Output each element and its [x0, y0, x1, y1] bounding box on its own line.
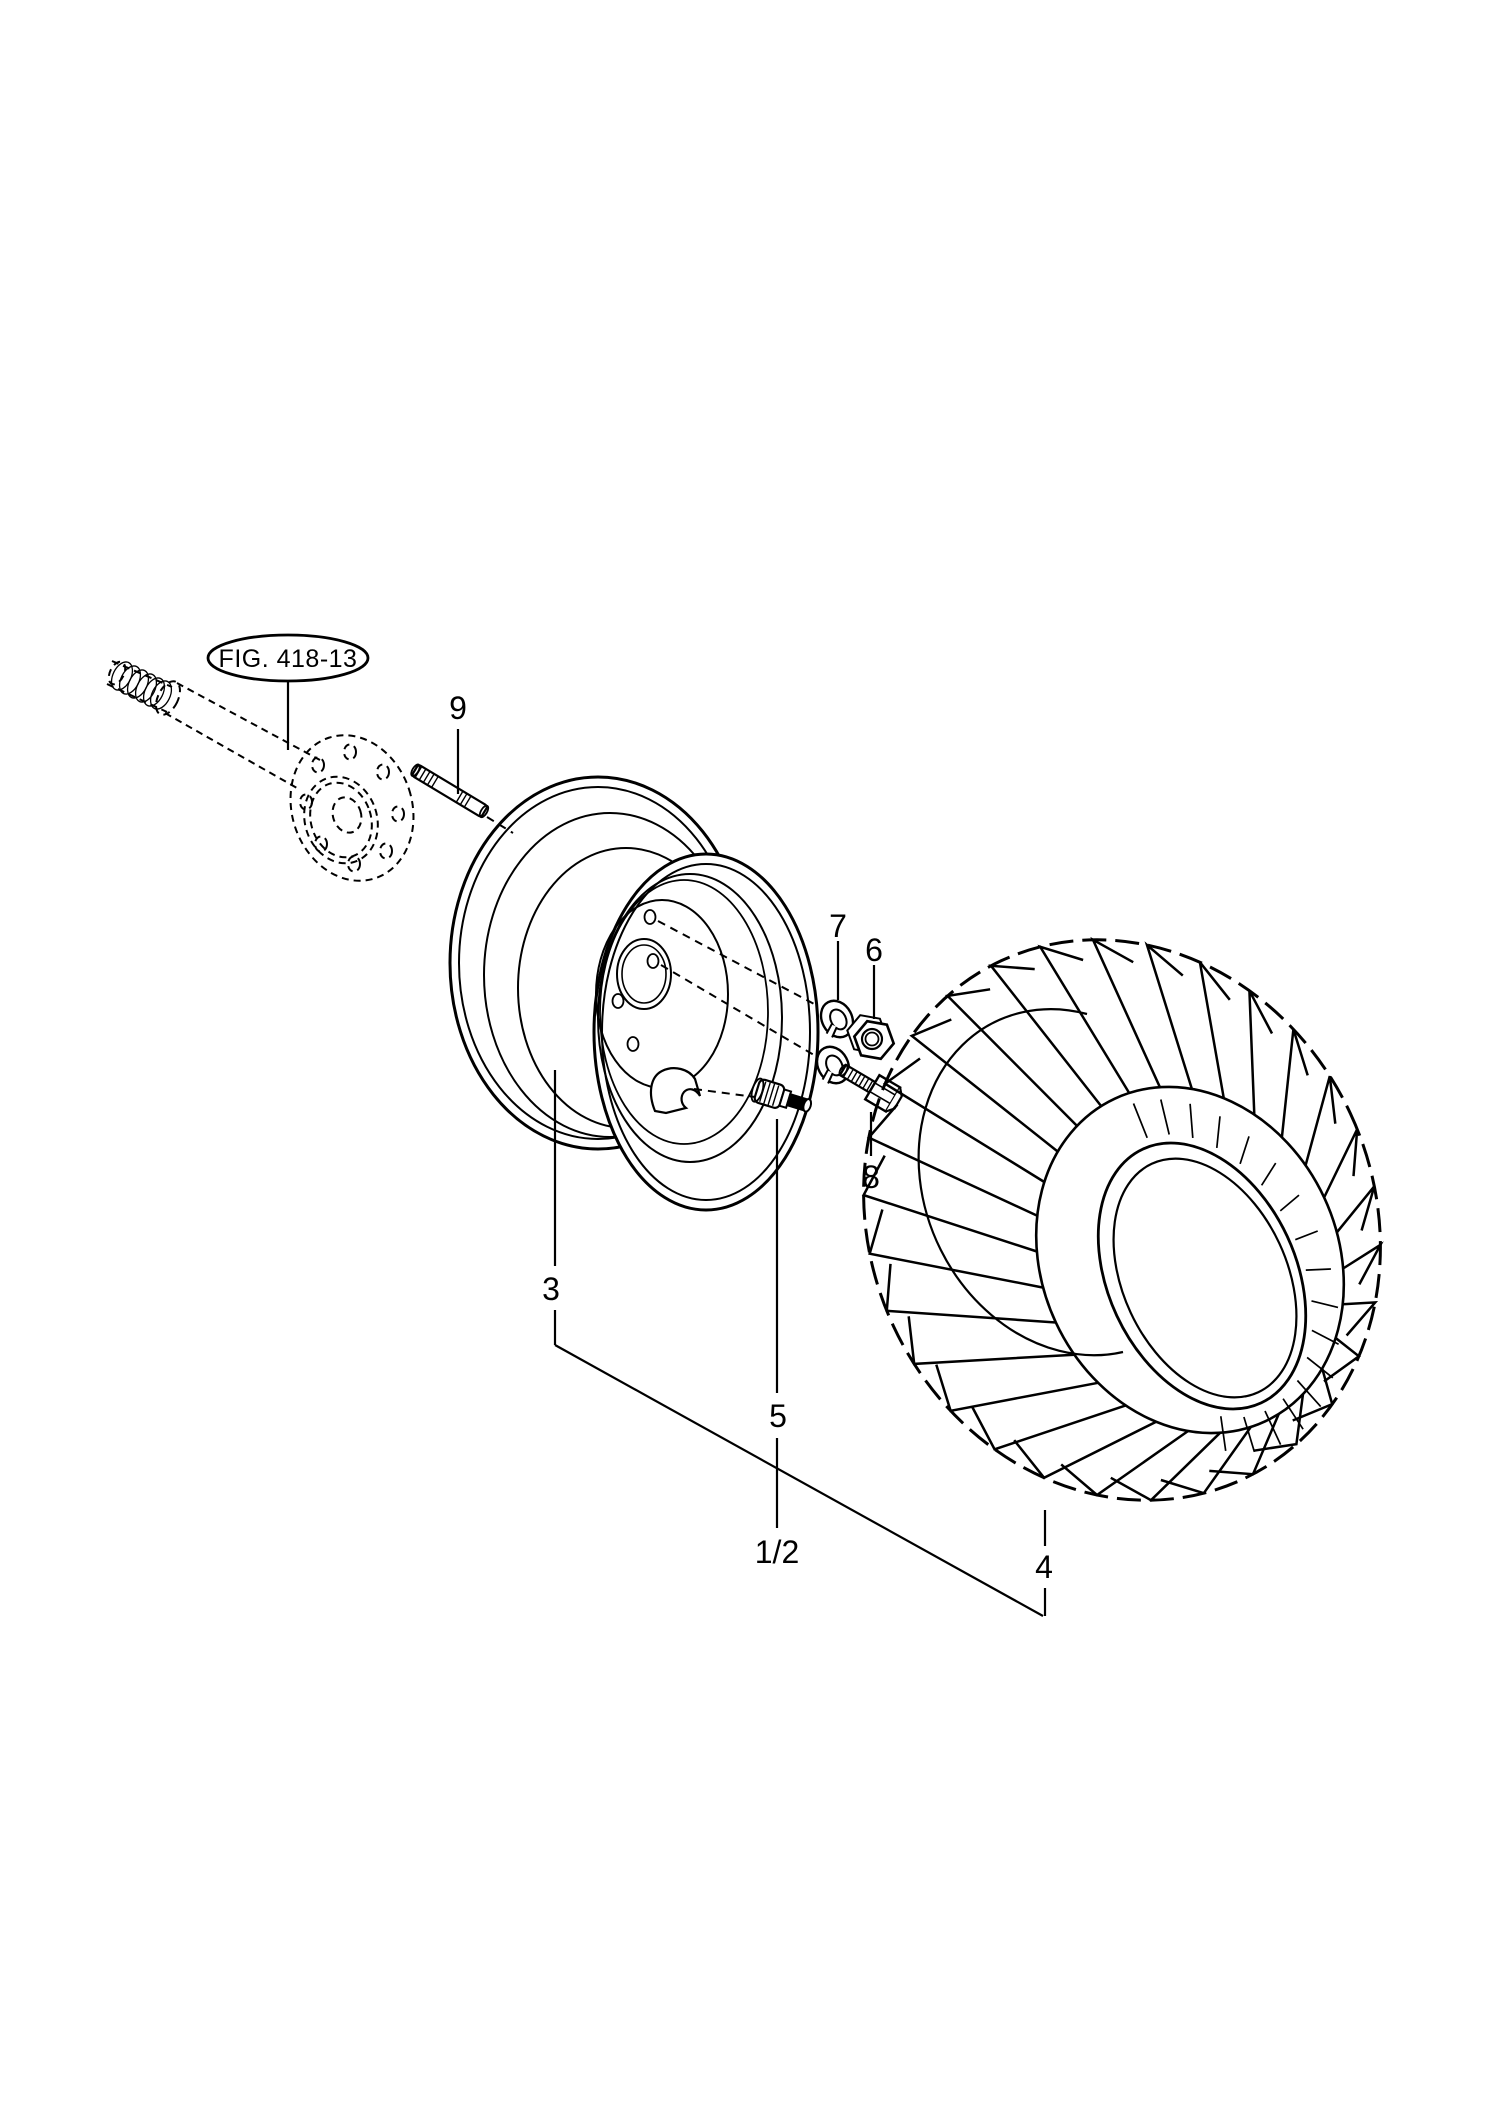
callout-label-washer: 7	[829, 908, 847, 944]
tire-shoulder-ring	[1034, 1085, 1346, 1435]
rim-stud-hole	[643, 909, 657, 925]
spring-washer-upper	[819, 999, 855, 1039]
callout-label-stud: 9	[449, 690, 467, 726]
callout-leader-lines	[456, 729, 1047, 1617]
rim-stud-hole	[626, 1036, 640, 1052]
tire-back-tread-edge	[917, 1008, 1124, 1357]
axle-hub-ring	[303, 775, 379, 865]
wheel-rim	[448, 775, 820, 1212]
callout-label-valve: 5	[769, 1398, 787, 1434]
callout-label-rim: 3	[542, 1271, 560, 1307]
tire-bead-opening-outer	[1096, 1141, 1308, 1411]
stud-threads	[414, 766, 472, 808]
rim-front-flange-outer	[592, 852, 820, 1212]
hex-nut-face	[852, 1019, 896, 1061]
spring-washer-lower	[815, 1045, 851, 1085]
hex-nut	[846, 1014, 896, 1061]
axle-shaft-reference	[106, 660, 415, 882]
rim-center-bore	[616, 938, 672, 1010]
rim-stud-hole	[611, 993, 625, 1009]
tire-bead-opening-inner	[1112, 1157, 1298, 1399]
axle-thread-coils	[110, 661, 173, 710]
axle-flange	[289, 734, 415, 882]
wheel-stud	[410, 763, 490, 819]
callout-label-tire: 4	[1035, 1549, 1053, 1585]
rim-valve-clip	[649, 1067, 702, 1115]
bolt-threads	[843, 1066, 874, 1091]
tire	[861, 936, 1384, 1502]
figure-reference-bubble: FIG. 418-13	[206, 633, 370, 750]
valve-stem	[750, 1077, 813, 1113]
assembly-bracket-line	[554, 1344, 1044, 1617]
tire-sidewall-hatch	[1132, 1099, 1339, 1453]
axle-step	[155, 680, 181, 716]
hex-bolt	[838, 1063, 903, 1114]
axle-center-bore	[331, 796, 363, 834]
callout-label-nut: 6	[865, 932, 883, 968]
tire-outer-silhouette	[862, 938, 1382, 1502]
callout-label-bolt: 8	[862, 1159, 880, 1195]
figure-reference-label: FIG. 418-13	[219, 645, 358, 673]
rim-stud-hole	[646, 953, 660, 969]
callout-label-assembly: 1/2	[755, 1534, 799, 1570]
assembly-dash-leaders	[657, 920, 819, 1098]
